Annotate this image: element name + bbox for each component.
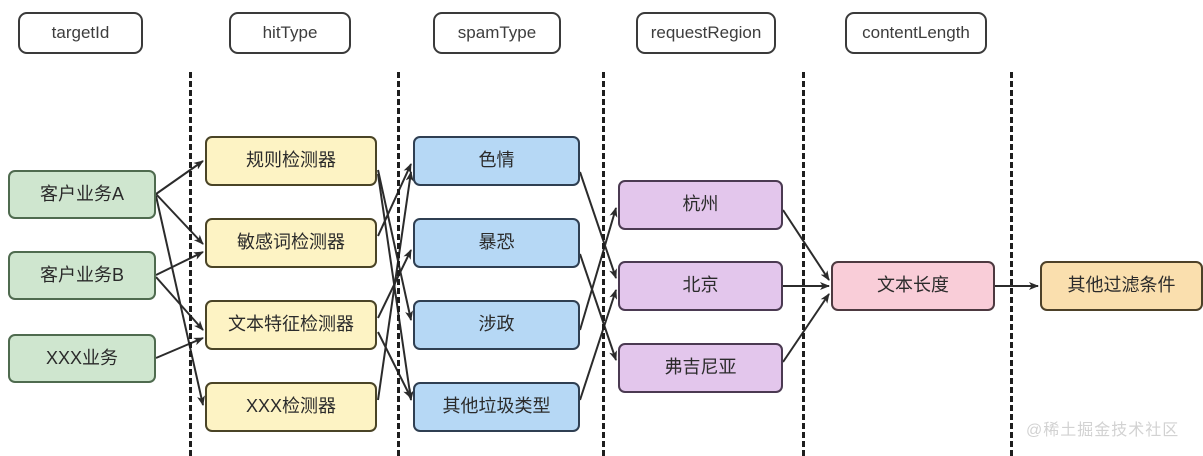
header-targetid[interactable]: targetId: [18, 12, 143, 54]
node-beijing[interactable]: 北京: [618, 261, 783, 311]
edge-b-to-sensitive: [155, 251, 204, 276]
node-virginia[interactable]: 弗吉尼亚: [618, 343, 783, 393]
node-customer-business-b[interactable]: 客户业务B: [8, 251, 156, 300]
edge-politics-to-hangzhou: [579, 207, 618, 331]
header-contentlength[interactable]: contentLength: [845, 12, 987, 54]
node-xxx-business[interactable]: XXX业务: [8, 334, 156, 383]
header-spamtype[interactable]: spamType: [433, 12, 561, 54]
divider-4: [802, 72, 805, 456]
edge-a-to-xxxdet: [155, 195, 205, 406]
node-customer-business-a[interactable]: 客户业务A: [8, 170, 156, 219]
edge-violence-to-virginia: [579, 253, 617, 361]
edge-sensitive-to-porn: [377, 163, 412, 237]
divider-5: [1010, 72, 1013, 456]
edge-hangzhou-to-length: [782, 209, 830, 281]
node-text-length[interactable]: 文本长度: [831, 261, 995, 311]
edge-text-to-violence: [377, 249, 412, 319]
edge-rule-to-politics: [377, 169, 413, 321]
watermark: @稀土掘金技术社区: [1026, 422, 1180, 439]
divider-3: [602, 72, 605, 456]
edge-porn-to-beijing: [579, 171, 617, 279]
node-violence-terror[interactable]: 暴恐: [413, 218, 580, 268]
edge-virginia-to-length: [782, 293, 830, 363]
edge-xxxdet-to-porn: [377, 171, 414, 401]
node-text-feature-detector[interactable]: 文本特征检测器: [205, 300, 377, 350]
header-requestregion[interactable]: requestRegion: [636, 12, 776, 54]
node-rule-detector[interactable]: 规则检测器: [205, 136, 377, 186]
edge-xxx-to-text: [155, 337, 204, 359]
node-sensitive-word-detector[interactable]: 敏感词检测器: [205, 218, 377, 268]
edge-other-to-beijing: [579, 289, 618, 401]
node-other-filter-conditions[interactable]: 其他过滤条件: [1040, 261, 1203, 311]
edge-a-to-rule: [155, 160, 204, 195]
node-other-spam-type[interactable]: 其他垃圾类型: [413, 382, 580, 432]
divider-2: [397, 72, 400, 456]
edge-rule-to-other: [377, 173, 414, 401]
node-pornography[interactable]: 色情: [413, 136, 580, 186]
edge-b-to-text: [155, 276, 204, 331]
edge-text-to-other: [377, 331, 412, 399]
node-politics[interactable]: 涉政: [413, 300, 580, 350]
divider-1: [189, 72, 192, 456]
node-hangzhou[interactable]: 杭州: [618, 180, 783, 230]
edge-a-to-sensitive: [155, 193, 204, 245]
header-hittype[interactable]: hitType: [229, 12, 351, 54]
node-xxx-detector[interactable]: XXX检测器: [205, 382, 377, 432]
